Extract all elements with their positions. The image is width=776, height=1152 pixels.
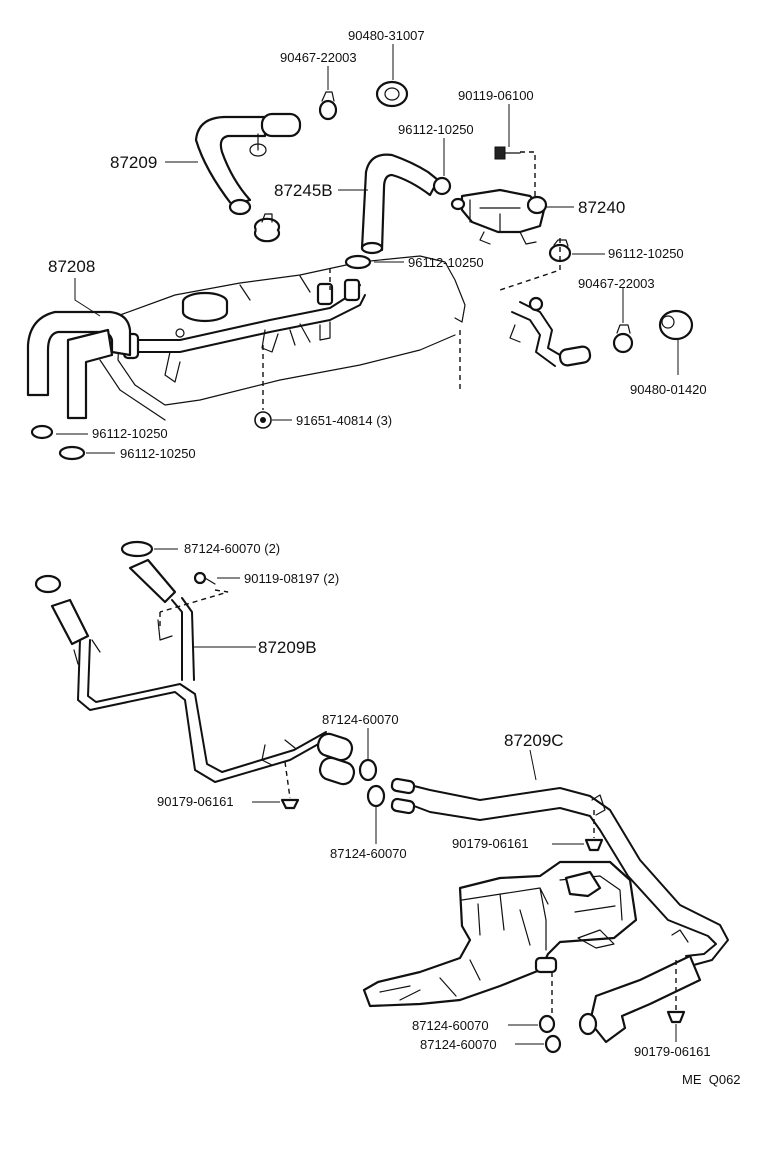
label-87209c: 87209C: [504, 731, 564, 750]
label-90179-06161-right: 90179-06161: [634, 1044, 711, 1059]
label-96112-10250-c: 96112-10250: [408, 255, 484, 270]
pipe-87209b: [77, 558, 356, 786]
cap-87124-60070-top: [120, 540, 178, 558]
pipe-87209c: [390, 777, 729, 1044]
label-90467-22003-right: 90467-22003: [578, 276, 655, 291]
heater-unit: [362, 860, 638, 1008]
label-90480-01420: 90480-01420: [630, 382, 707, 397]
grommet-90480-31007: [375, 44, 409, 108]
clamp-96112-10250-c: [30, 424, 88, 440]
leader-87209c: [529, 749, 537, 781]
label-90480-31007: 90480-31007: [348, 28, 425, 43]
clamp-96112-10250-b: [548, 239, 605, 263]
label-87240: 87240: [578, 198, 625, 217]
bolt-90119-06100: [494, 104, 536, 200]
label-90467-22003-top: 90467-22003: [280, 50, 357, 65]
hose-end-left: [34, 574, 101, 665]
clamp-87124-60070-b2: [515, 1034, 562, 1054]
grommet-90480-01420: [658, 309, 694, 375]
label-87245b: 87245B: [274, 181, 333, 200]
label-87124-60070-m1: 87124-60070: [322, 712, 399, 727]
clamp-96112-10250-a: [432, 138, 452, 196]
bypass-pipe: [509, 296, 592, 367]
clamp-96112-10250-e: [329, 254, 404, 290]
label-87124-60070-b1: 87124-60070: [412, 1018, 489, 1033]
label-96112-10250-a: 96112-10250: [398, 122, 474, 137]
label-87208: 87208: [48, 257, 95, 276]
label-87124-60070-m2: 87124-60070: [330, 846, 407, 861]
filler-cap: [181, 291, 229, 323]
clamp-87124-60070-m2: [366, 784, 386, 844]
label-87124-60070-b2: 87124-60070: [420, 1037, 497, 1052]
label-87124-60070-2: 87124-60070 (2): [184, 541, 280, 556]
label-90119-06100: 90119-06100: [458, 88, 534, 103]
diagram-code: ME Q062: [682, 1072, 741, 1087]
stud-91651-40814: [254, 345, 292, 429]
label-91651-40814: 91651-40814 (3): [296, 413, 392, 428]
clamp-90467-22003-top: [318, 66, 338, 121]
clamp-87124-60070-m1: [358, 728, 378, 782]
label-90119-08197-2: 90119-08197 (2): [244, 571, 339, 586]
engine-head: [94, 255, 466, 421]
clamp-87124-60070-b1: [508, 972, 556, 1034]
label-96112-10250-d: 96112-10250: [92, 426, 168, 441]
label-90179-06161-mid: 90179-06161: [452, 836, 529, 851]
nut-90179-06161-left: [252, 761, 300, 810]
clamp-96112-10250-d: [58, 445, 115, 461]
label-87209: 87209: [110, 153, 157, 172]
dash-link-1: [499, 238, 561, 291]
bolt-90119-08197: [159, 571, 240, 628]
label-96112-10250-b: 96112-10250: [608, 246, 684, 261]
nut-90179-06161-mid: [552, 810, 604, 852]
label-87209b: 87209B: [258, 638, 317, 657]
label-96112-10250-e: 96112-10250: [120, 446, 196, 461]
water-valve-87240: [450, 188, 548, 245]
hose-87208: [26, 310, 132, 420]
leader-87208: [74, 278, 101, 317]
water-pipe-assembly: [122, 278, 366, 383]
clamp-90467-22003-right: [612, 288, 634, 354]
hose-87209: [194, 112, 302, 243]
nut-90179-06161-right: [666, 960, 686, 1042]
label-90179-06161-left: 90179-06161: [157, 794, 234, 809]
labels: 90480-31007 90467-22003 90119-06100 9611…: [48, 28, 741, 1087]
hose-87245b: [360, 153, 440, 255]
